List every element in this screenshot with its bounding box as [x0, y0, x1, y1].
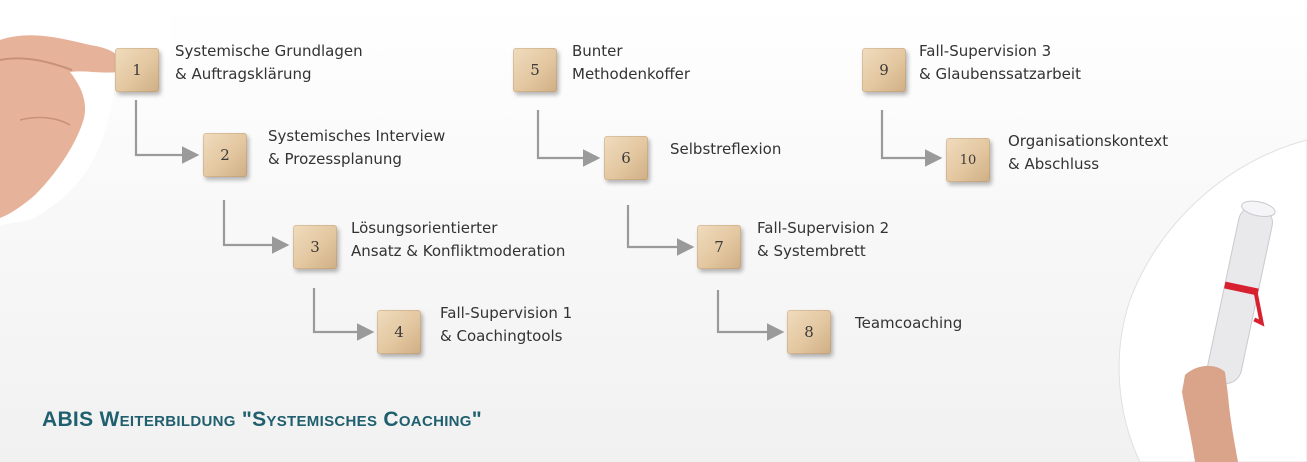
step-label-line1: Fall-Supervision 1 — [440, 304, 573, 322]
step-number-block: 3 — [293, 225, 337, 269]
arrow-2-to-3 — [222, 200, 290, 254]
step-number-block: 10 — [946, 138, 990, 182]
page-title: ABIS Weiterbildung "Systemisches Coachin… — [42, 408, 483, 431]
arrow-6-to-7 — [626, 205, 695, 256]
step-number-block: 7 — [697, 225, 741, 269]
step-label-line2: Methodenkoffer — [572, 65, 691, 83]
step-label: Teamcoaching — [855, 312, 962, 335]
arrow-3-to-4 — [312, 288, 375, 341]
step-number-block: 9 — [862, 48, 906, 92]
step-label: Fall-Supervision 1 & Coachingtools — [440, 302, 572, 348]
step-label-line2: & Systembrett — [757, 242, 866, 260]
step-label-line1: Organisationskontext — [1008, 132, 1169, 150]
step-label: Selbstreflexion — [670, 138, 781, 161]
arrow-1-to-2 — [134, 100, 200, 164]
step-label: Organisationskontext & Abschluss — [1008, 130, 1168, 176]
step-label-line1: Systemische Grundlagen — [175, 42, 363, 60]
step-label-line1: Selbstreflexion — [670, 140, 782, 158]
arrow-7-to-8 — [716, 290, 785, 341]
step-label-line1: Teamcoaching — [855, 314, 963, 332]
step-label-line2: & Coachingtools — [440, 327, 563, 345]
step-label: Fall-Supervision 2 & Systembrett — [757, 217, 889, 263]
step-label-line1: Fall-Supervision 2 — [757, 219, 890, 237]
step-label-line1: Bunter — [572, 42, 623, 60]
step-label-line2: & Abschluss — [1008, 155, 1100, 173]
step-label-line1: Systemisches Interview — [268, 127, 446, 145]
arrow-5-to-6 — [536, 110, 601, 167]
step-number-block: 8 — [787, 310, 831, 354]
step-number-block: 1 — [115, 48, 159, 92]
step-number-block: 2 — [203, 133, 247, 177]
step-number-block: 5 — [513, 48, 557, 92]
step-label: Systemische Grundlagen & Auftragsklärung — [175, 40, 363, 86]
step-label-line2: & Prozessplanung — [268, 150, 402, 168]
step-label-line1: Lösungsorientierter — [351, 219, 498, 237]
step-label: Fall-Supervision 3 & Glaubenssatzarbeit — [919, 40, 1081, 86]
step-label: Systemisches Interview & Prozessplanung — [268, 125, 445, 171]
step-number-block: 6 — [604, 136, 648, 180]
arrow-9-to-10 — [880, 110, 943, 167]
step-label-line2: & Auftragsklärung — [175, 65, 312, 83]
step-number-block: 4 — [377, 310, 421, 354]
step-label: Bunter Methodenkoffer — [572, 40, 690, 86]
step-label-line2: & Glaubenssatzarbeit — [919, 65, 1081, 83]
step-label: Lösungsorientierter Ansatz & Konfliktmod… — [351, 217, 565, 263]
step-label-line1: Fall-Supervision 3 — [919, 42, 1052, 60]
step-label-line2: Ansatz & Konfliktmoderation — [351, 242, 566, 260]
